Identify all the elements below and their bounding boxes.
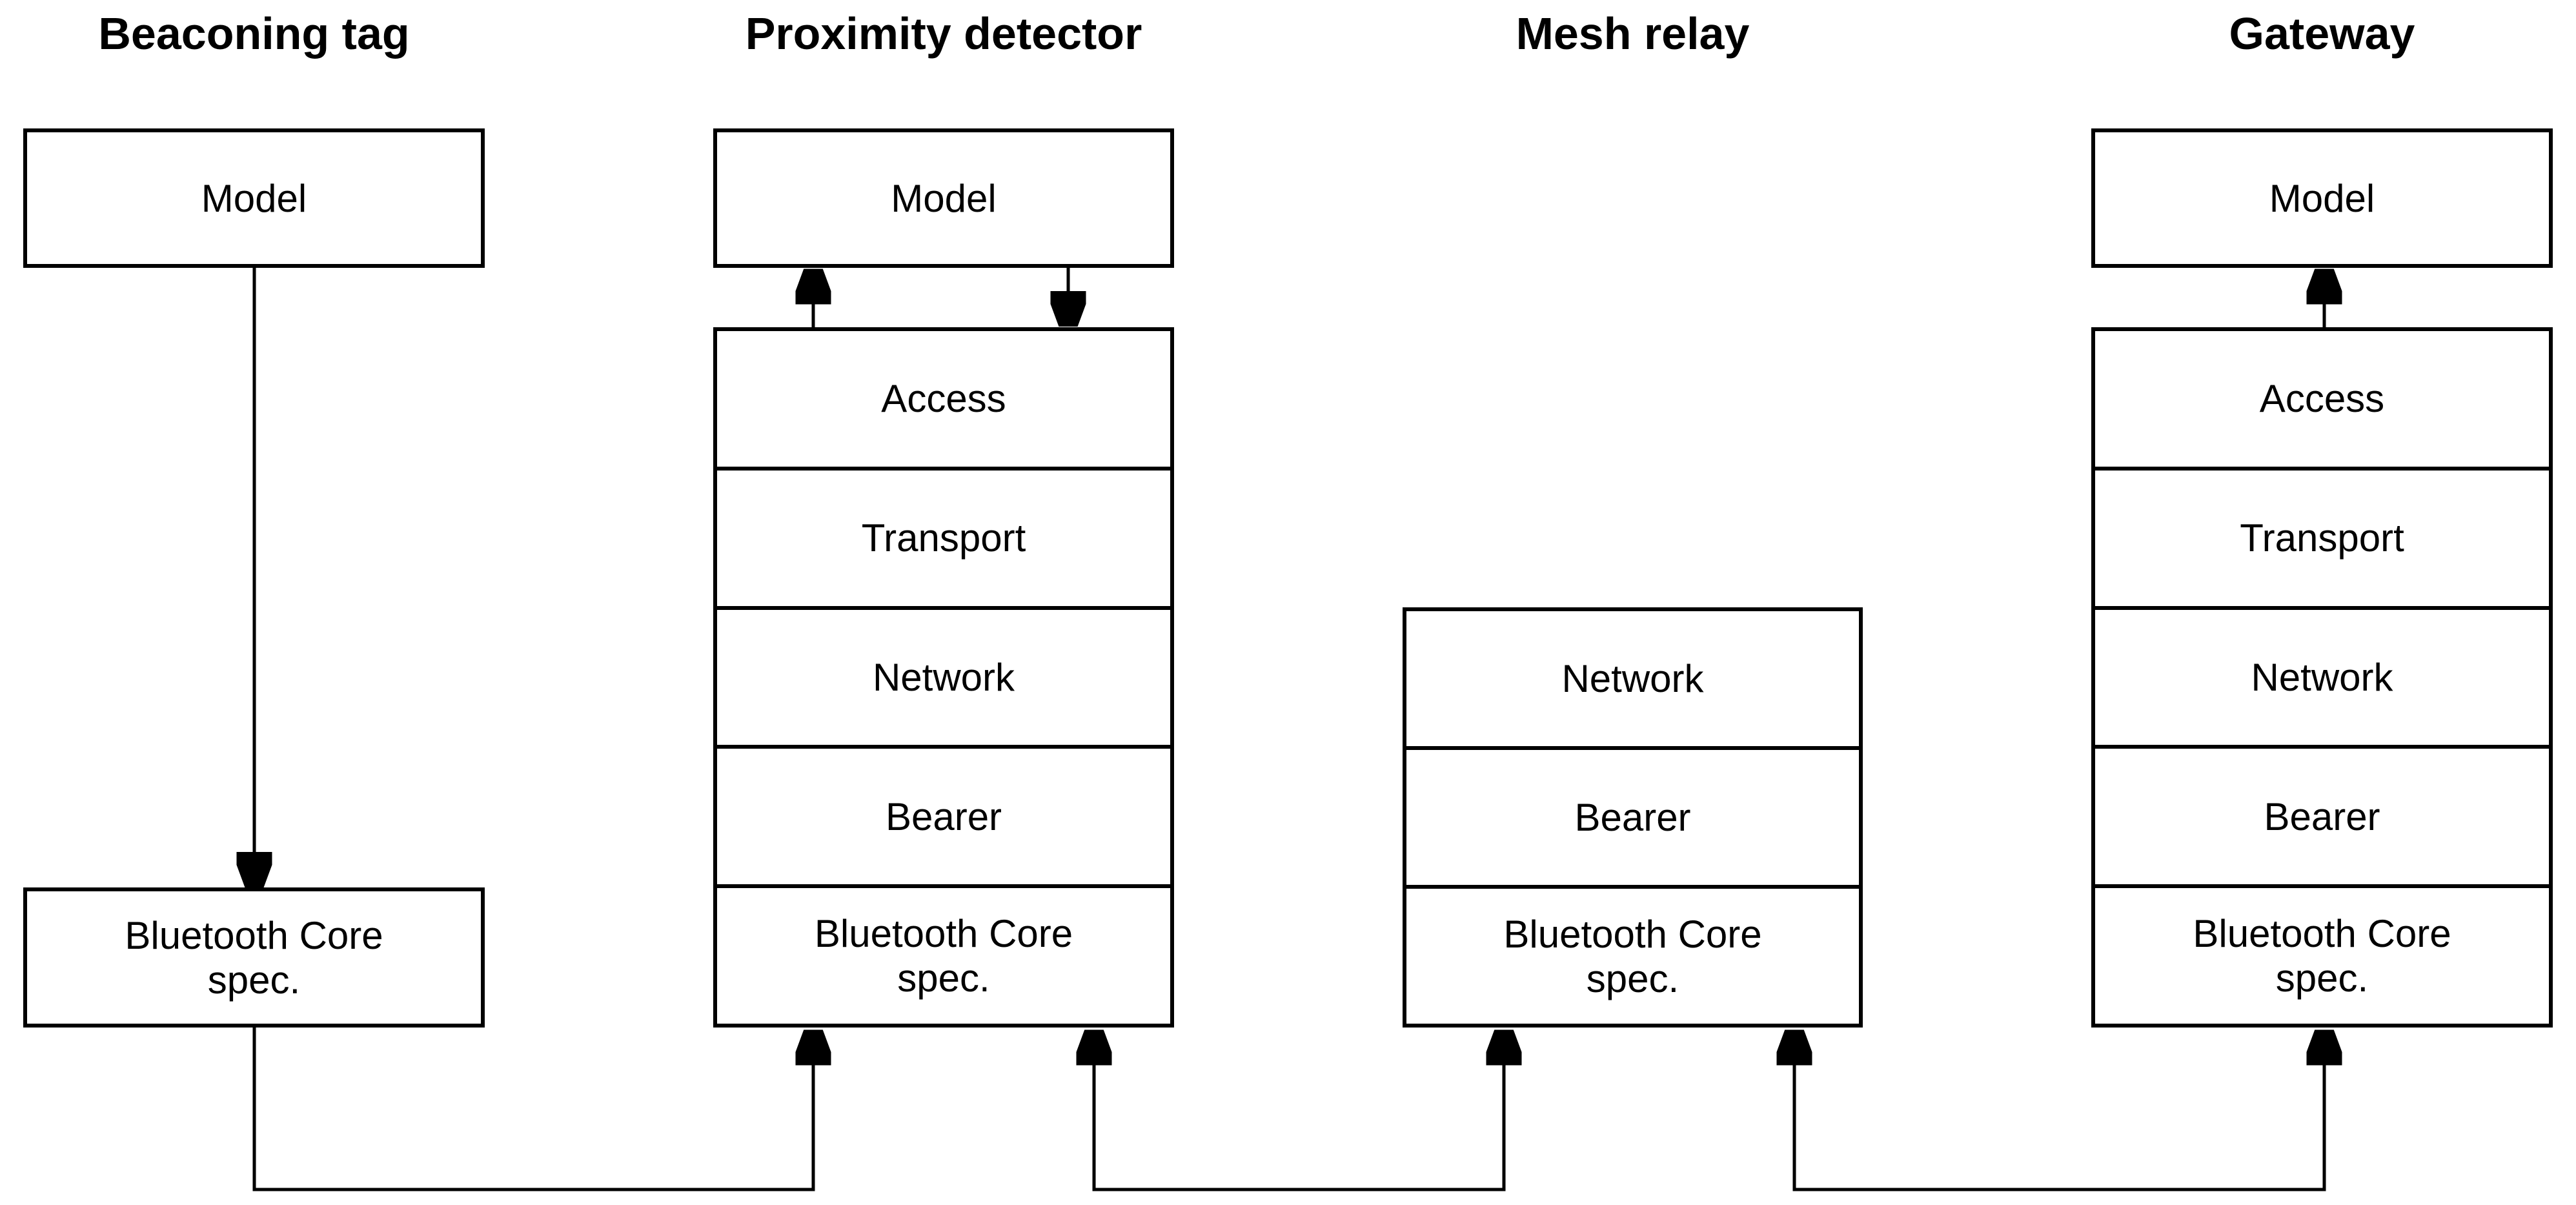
mesh-layer-stack: Network Bearer Bluetooth Core spec. [1403, 607, 1863, 1028]
mesh-layer-bearer: Bearer [1406, 746, 1859, 885]
title-beaconing-tag: Beaconing tag [98, 8, 410, 59]
mesh-layer-network: Network [1561, 657, 1704, 700]
link-proximity-to-mesh [1094, 1031, 1504, 1191]
proximity-model-box: Model [713, 128, 1174, 268]
proximity-layer-bearer: Bearer [717, 745, 1170, 884]
proximity-layer-network: Network [717, 605, 1170, 745]
gateway-model-box: Model [2091, 128, 2553, 268]
proximity-bluetooth-core-box: Bluetooth Core spec. [717, 884, 1170, 1024]
gateway-layer-access: Access [2259, 377, 2385, 421]
gateway-layer-bearer: Bearer [2095, 745, 2549, 884]
title-gateway: Gateway [2229, 8, 2415, 59]
gateway-layer-network: Network [2095, 605, 2549, 745]
proximity-layer-transport: Transport [717, 466, 1170, 606]
proximity-layer-stack: Access Transport Network Bearer Bluetoot… [713, 327, 1174, 1028]
link-beacon-to-proximity [252, 1026, 813, 1191]
gateway-layer-transport: Transport [2095, 466, 2549, 606]
title-proximity-detector: Proximity detector [745, 8, 1142, 59]
mesh-bluetooth-core-box: Bluetooth Core spec. [1406, 885, 1859, 1024]
title-mesh-relay: Mesh relay [1516, 8, 1750, 59]
beaconing-bluetooth-core-box: Bluetooth Core spec. [23, 887, 485, 1028]
gateway-layer-stack: Access Transport Network Bearer Bluetoot… [2091, 327, 2553, 1028]
gateway-bluetooth-core-box: Bluetooth Core spec. [2095, 884, 2549, 1024]
beaconing-model-box: Model [23, 128, 485, 268]
proximity-layer-access: Access [881, 377, 1006, 421]
link-mesh-to-gateway [1794, 1031, 2324, 1191]
